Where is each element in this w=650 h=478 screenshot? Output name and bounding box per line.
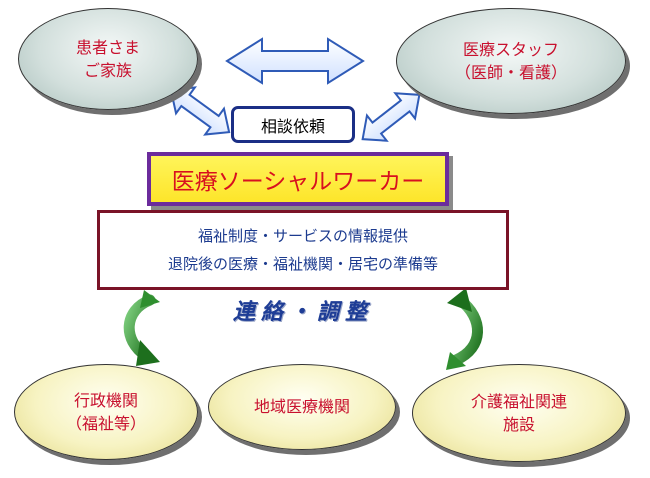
regional-ellipse: 地域医療機関 xyxy=(208,364,396,450)
double-arrow-left xyxy=(169,86,231,136)
curved-arrow-right xyxy=(446,288,483,370)
staff-label-line1: 医療スタッフ xyxy=(462,39,559,59)
care-label-line2: 施設 xyxy=(502,415,535,434)
admin-ellipse: 行政機関 （福祉等） xyxy=(14,364,198,460)
services-line2: 退院後の医療・福祉機関・居宅の準備等 xyxy=(167,255,438,273)
care-ellipse: 介護福祉関連 施設 xyxy=(412,364,626,462)
consultation-request-label: 相談依頼 xyxy=(260,116,325,136)
curved-arrow-left xyxy=(123,290,160,366)
services-box: 福祉制度・サービスの情報提供 退院後の医療・福祉機関・居宅の準備等 xyxy=(97,210,509,290)
coordination-label: 連絡・調整 xyxy=(232,300,373,325)
care-label-line1: 介護福祉関連 xyxy=(470,391,567,411)
admin-label-line2: （福祉等） xyxy=(65,414,146,433)
admin-label-line1: 行政機関 xyxy=(73,390,138,410)
staff-ellipse: 医療スタッフ （医師・看護） xyxy=(396,8,626,114)
social-worker-label: 医療ソーシャルワーカー xyxy=(171,169,425,195)
services-line1: 福祉制度・サービスの情報提供 xyxy=(197,226,408,245)
patient-label-line1: 患者さま xyxy=(75,37,140,57)
double-arrow-horizontal xyxy=(225,37,365,85)
staff-label-line2: （医師・看護） xyxy=(454,63,567,82)
patient-label-line2: ご家族 xyxy=(83,61,132,80)
double-arrow-right xyxy=(361,92,421,142)
regional-label: 地域医療機関 xyxy=(253,397,350,417)
patient-ellipse: 患者さま ご家族 xyxy=(18,8,198,110)
social-worker-box: 医療ソーシャルワーカー xyxy=(147,152,449,206)
consultation-request-box: 相談依頼 xyxy=(231,106,355,143)
